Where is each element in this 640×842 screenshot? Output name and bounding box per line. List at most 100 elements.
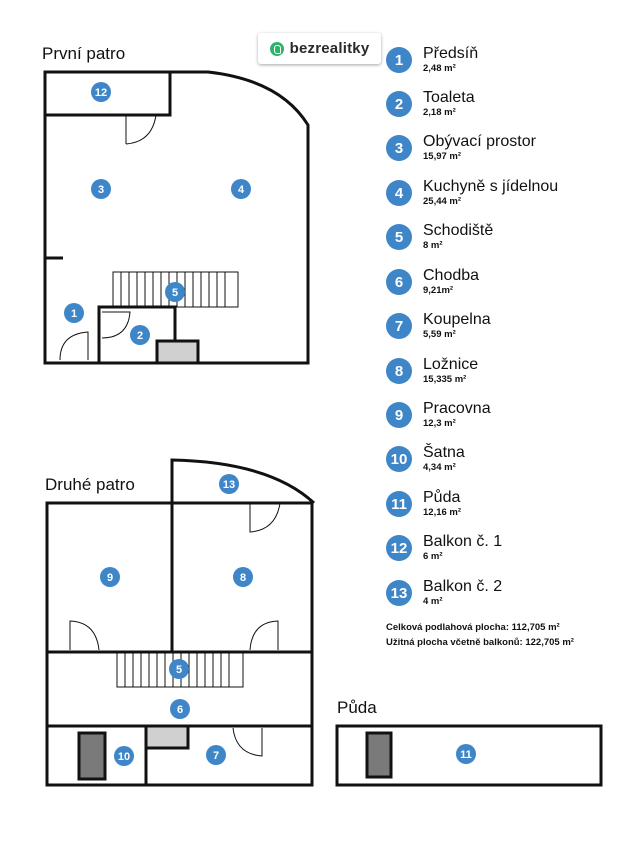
room-badge-2: 2 [130, 325, 150, 345]
legend-room-name: Chodba [423, 266, 480, 284]
room-badge-12: 12 [91, 82, 111, 102]
room-badge-4: 4 [231, 179, 251, 199]
legend-badge: 1 [386, 47, 412, 73]
room-badge-11-label: 11 [460, 749, 472, 761]
brand-logo: bezrealitky [258, 33, 381, 64]
door-bathroom [232, 727, 263, 757]
attic-plan [335, 724, 603, 787]
legend-badge: 4 [386, 180, 412, 206]
attic-chimney [365, 731, 393, 779]
legend-badge: 10 [386, 446, 412, 472]
legend-badge: 11 [386, 491, 412, 517]
attic-label: Půda [337, 698, 377, 717]
first-floor-label: První patro [42, 44, 126, 63]
room-badge-1: 1 [64, 303, 84, 323]
legend-badge: 9 [386, 402, 412, 428]
second-floor-appliance [144, 724, 190, 750]
legend-room-area: 12,3 m² [423, 418, 456, 430]
legend-room-area: 15,335 m² [423, 374, 467, 386]
room-badge-1-label: 1 [71, 308, 77, 320]
room-badge-6-label: 6 [177, 704, 183, 716]
legend-badge: 13 [386, 580, 412, 606]
door-balcony-1 [125, 114, 157, 145]
room-badge-5-second: 5 [169, 659, 189, 679]
location-pin-icon [269, 41, 284, 56]
room-badge-6: 6 [170, 699, 190, 719]
room-badge-13: 13 [219, 474, 239, 494]
legend-room-name: Toaleta [423, 88, 475, 106]
legend-room-area: 6 m² [423, 551, 443, 563]
room-badge-5-first: 5 [165, 282, 185, 302]
legend-room-area: 2,48 m² [423, 63, 456, 75]
legend-room-area: 2,18 m² [423, 107, 456, 119]
room-badge-8: 8 [233, 567, 253, 587]
legend-room-area: 4,34 m² [423, 462, 456, 474]
balcony-2-wall [170, 458, 316, 505]
area-totals: Celková podlahová plocha: 112,705 m² Uži… [386, 620, 574, 650]
legend-room-area: 25,44 m² [423, 196, 462, 208]
room-badge-10: 10 [114, 746, 134, 766]
second-floor-details [69, 502, 281, 757]
room-badge-7-label: 7 [213, 750, 219, 762]
legend-room-name: Schodiště [423, 221, 494, 239]
legend-room-name: Předsíň [423, 44, 479, 62]
door-bedroom [249, 620, 279, 651]
first-floor-appliance [155, 339, 200, 365]
second-floor-label: Druhé patro [45, 475, 135, 494]
door-balcony-2 [249, 502, 281, 533]
legend-room-name: Ložnice [423, 355, 479, 373]
legend-badge: 2 [386, 91, 412, 117]
door-entrance [59, 331, 89, 361]
legend-room-area: 5,59 m² [423, 329, 456, 341]
room-badge-10-label: 10 [118, 751, 130, 763]
wardrobe-cabinet [77, 731, 107, 781]
brand-name: bezrealitky [289, 40, 370, 57]
room-badge-5-first-label: 5 [172, 287, 178, 299]
legend-room-area: 4 m² [423, 596, 443, 608]
first-floor-details [59, 114, 239, 361]
legend-room-name: Balkon č. 2 [423, 577, 503, 595]
balcony-1-wall [45, 72, 172, 117]
legend-room-name: Pracovna [423, 399, 491, 417]
legend-room-name: Kuchyně s jídelnou [423, 177, 559, 195]
door-toilet [101, 311, 131, 339]
second-floor-plan [45, 458, 316, 787]
room-badge-3: 3 [91, 179, 111, 199]
legend-badge: 5 [386, 224, 412, 250]
total-floor-area: Celková podlahová plocha: 112,705 m² [386, 622, 560, 633]
room-badge-11: 11 [456, 744, 476, 764]
room-badge-7: 7 [206, 745, 226, 765]
legend-room-name: Půda [423, 488, 461, 506]
room-badges: 12 3 4 5 1 2 13 9 8 5 6 10 7 11 [64, 82, 476, 766]
room-badge-13-label: 13 [223, 479, 235, 491]
first-floor-plan [43, 70, 310, 365]
legend-room-name: Balkon č. 1 [423, 532, 503, 550]
room-badge-5-second-label: 5 [176, 664, 182, 676]
legend-room-area: 9,21m² [423, 285, 454, 297]
legend-room-name: Koupelna [423, 310, 491, 328]
legend-room-name: Šatna [423, 443, 465, 461]
room-badge-2-label: 2 [137, 330, 143, 342]
second-floor-outer-wall [45, 501, 314, 787]
legend-badge: 7 [386, 313, 412, 339]
room-badge-3-label: 3 [98, 184, 104, 196]
room-badge-9: 9 [100, 567, 120, 587]
legend-badge: 8 [386, 358, 412, 384]
legend-room-area: 12,16 m² [423, 507, 462, 519]
room-badge-4-label: 4 [238, 184, 245, 196]
attic-outer-wall [335, 724, 603, 787]
door-office [69, 620, 100, 651]
legend-badge: 6 [386, 269, 412, 295]
room-badge-9-label: 9 [107, 572, 113, 584]
